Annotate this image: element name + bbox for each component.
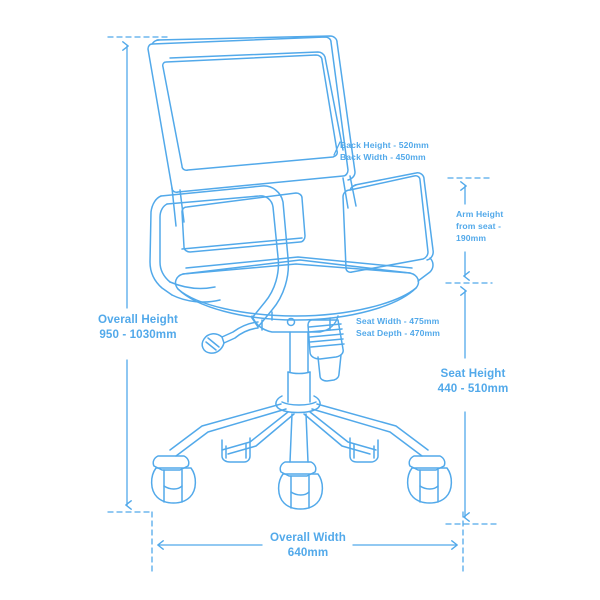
arm-height-label-line1: Arm Height [456, 209, 504, 219]
bellows-fold-4 [309, 338, 344, 343]
overall-height-label-value: 950 - 1030mm [99, 328, 177, 341]
seat-cushion-upper-seam [185, 256, 413, 269]
paddle-lever-arm [221, 321, 259, 338]
base-spoke-center [289, 413, 293, 463]
base-spoke-left-front-edge [227, 413, 295, 455]
seat-width-label: Seat Width - 475mm [356, 316, 440, 326]
base-spoke-right-front-edge [303, 413, 371, 455]
bellows-fold-2 [308, 328, 343, 333]
bellows-fold-1 [308, 323, 342, 328]
caster-socket-right-front [349, 437, 379, 463]
base-spoke-right-rear-edge [311, 408, 423, 457]
back-height-label: Back Height - 520mm [340, 140, 429, 150]
seat-height-label-title: Seat Height [440, 367, 506, 380]
backrest-right-post [349, 175, 357, 207]
seat-depth-label: Seat Depth - 470mm [356, 328, 440, 338]
base-hub [275, 395, 321, 414]
bellows-lower-sleeve [317, 354, 342, 382]
mechanism-housing [251, 315, 339, 333]
base-spoke-center-edge [305, 413, 309, 463]
caster-right-outer-wheel [406, 467, 453, 504]
seat-cushion [174, 259, 420, 321]
gas-cylinder-collar [287, 371, 311, 375]
backrest-left-post-inner [179, 189, 185, 223]
backrest-frame-corner [151, 39, 160, 45]
caster-right-outer-tread [419, 485, 439, 490]
caster-center-stem [279, 461, 317, 477]
backrest-right-post-inner [342, 177, 349, 209]
seat-cushion-front-edge [177, 287, 417, 317]
arm-height-label-line2: from seat - [456, 221, 502, 231]
arm-height-label-line3: 190mm [456, 233, 487, 243]
caster-left-outer-wheel [150, 467, 197, 504]
bellows-fold-5 [310, 343, 345, 348]
seat-cushion-top-edge [182, 263, 411, 275]
caster-center-tread [290, 491, 310, 496]
base-spoke-left-rear-edge [175, 408, 287, 457]
right-armrest-pad [342, 175, 429, 273]
mechanism-pivot [286, 317, 296, 327]
right-armrest-support [417, 257, 434, 282]
paddle-lever-grip-2 [205, 341, 217, 351]
overall-height-label-title: Overall Height [97, 313, 178, 326]
left-armrest-outer [149, 195, 173, 296]
right-armrest-pad-corner [349, 184, 357, 191]
left-armrest-pad-edge [181, 237, 303, 250]
left-armrest-inner [159, 203, 171, 283]
paddle-lever-handle [201, 333, 225, 354]
backrest-mesh-panel-edge [169, 51, 344, 151]
overall-width-label-title: Overall Width [270, 531, 346, 544]
back-dimension-leader [333, 141, 341, 156]
left-armrest-top-rail [160, 185, 290, 328]
caster-center-wheel [277, 473, 324, 510]
seat-height-label-value: 440 - 510mm [437, 382, 509, 395]
paddle-lever-grip-1 [207, 337, 220, 348]
left-armrest-foot-curve-inner [169, 281, 216, 290]
caster-socket-left-front [221, 437, 251, 463]
gas-cylinder-bellows [307, 319, 344, 360]
left-armrest-inner-rail [166, 195, 280, 319]
left-armrest-pad [181, 192, 306, 253]
caster-left-outer-tread [163, 485, 183, 490]
caster-left-outer-stem [152, 455, 190, 471]
paddle-lever-arm-lower [223, 327, 259, 344]
overall-width-label-value: 640mm [287, 546, 329, 559]
base-spoke-right-rear [316, 403, 429, 451]
back-width-label: Back Width - 450mm [340, 152, 426, 162]
base-hub-ring [281, 401, 317, 406]
base-spoke-right-front [309, 411, 377, 451]
bellows-fold-3 [309, 333, 344, 338]
backrest-outer-frame [147, 36, 349, 193]
base-spoke-left-rear [169, 403, 282, 451]
backrest-frame-thickness [156, 35, 356, 181]
caster-right-outer-stem [408, 455, 446, 471]
backrest-mesh-panel [162, 54, 338, 171]
